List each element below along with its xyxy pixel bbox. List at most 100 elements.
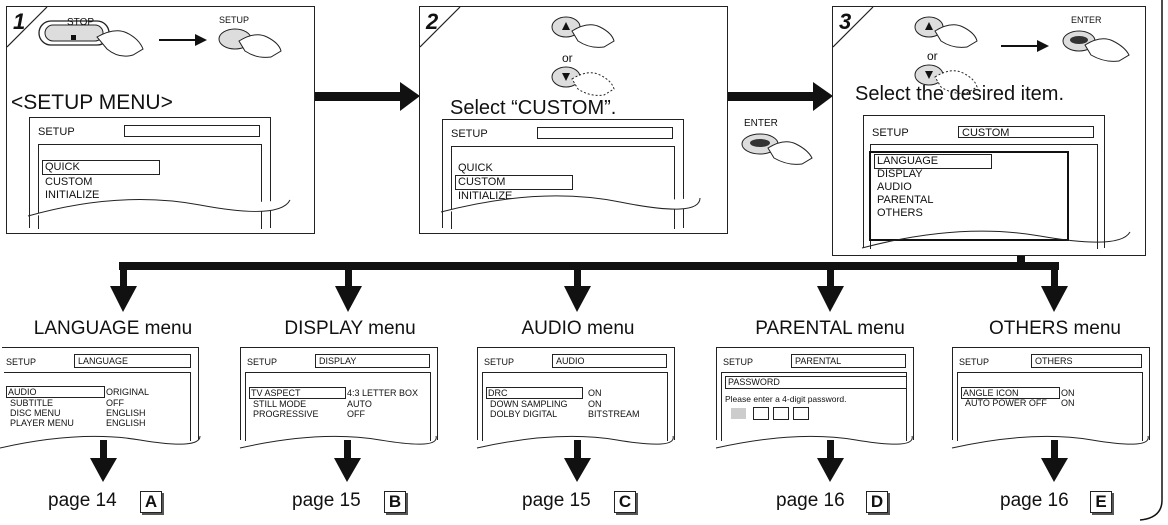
setup-key-label: SETUP — [219, 15, 250, 25]
or-label: or — [562, 51, 573, 65]
screen-label: SETUP — [723, 357, 754, 367]
menu-item-language[interactable]: LANGUAGE — [874, 154, 992, 169]
screen-label: SETUP — [247, 357, 278, 367]
screen-tab: CUSTOM — [958, 126, 1094, 139]
option-still-mode-value: AUTO — [347, 399, 372, 409]
password-field[interactable]: PASSWORD — [725, 376, 907, 389]
page-ref-audio: page 15 — [522, 490, 591, 511]
parental-menu-screen: SETUP PARENTAL PASSWORD Please enter a 4… — [716, 347, 914, 441]
screen-inner — [957, 372, 1143, 441]
setup-screen: SETUP CUSTOM LANGUAGE DISPLAY AUDIO PARE… — [863, 115, 1105, 249]
others-menu-screen: SETUP OTHERS ANGLE ICON ON AUTO POWER OF… — [952, 347, 1150, 441]
down-key-press-icon — [914, 64, 978, 94]
menu-item-display[interactable]: DISPLAY — [877, 168, 923, 180]
screen-tab: LANGUAGE — [74, 354, 191, 368]
option-auto-power-off[interactable]: AUTO POWER OFF — [965, 398, 1047, 408]
option-disc-menu-value: ENGLISH — [106, 408, 146, 418]
screen-inner — [38, 144, 262, 229]
option-still-mode[interactable]: STILL MODE — [253, 399, 307, 409]
screen-inner — [4, 372, 191, 441]
option-dolby-digital[interactable]: DOLBY DIGITAL — [490, 409, 558, 419]
screen-label: SETUP — [959, 357, 990, 367]
display-menu-screen: SETUP DISPLAY TV ASPECT 4:3 LETTER BOX S… — [240, 347, 438, 441]
enter-key-label: ENTER — [744, 118, 778, 129]
menu-item-custom[interactable]: CUSTOM — [455, 175, 573, 190]
screen-label: SETUP — [872, 127, 909, 139]
display-menu-title: DISPLAY menu — [284, 318, 416, 339]
screen-label: SETUP — [6, 357, 37, 367]
step-number-badge: 1 — [7, 7, 49, 49]
screen-label: SETUP — [484, 357, 515, 367]
option-drc[interactable]: DRC — [486, 387, 583, 399]
screen-inner — [451, 146, 675, 229]
screen-label: SETUP — [38, 126, 75, 138]
screen-tab — [537, 127, 673, 139]
option-subtitle-value: OFF — [106, 398, 124, 408]
menu-item-others[interactable]: OTHERS — [877, 207, 923, 219]
setup-key-press-icon — [218, 28, 282, 58]
password-prompt: Please enter a 4-digit password. — [725, 394, 847, 404]
stop-key-press-icon — [38, 20, 144, 57]
screen-tab — [124, 125, 260, 137]
step-3-panel: 3 or ENTER Select the desired item. SETU… — [832, 6, 1146, 256]
option-progressive-value: OFF — [347, 409, 365, 419]
option-audio-value: ORIGINAL — [106, 387, 150, 397]
option-progressive[interactable]: PROGRESSIVE — [253, 409, 319, 419]
language-menu-title: LANGUAGE menu — [33, 318, 193, 339]
screen-tab: PARENTAL — [791, 354, 906, 368]
screen-tab: OTHERS — [1031, 354, 1142, 368]
enter-key-press-icon — [741, 133, 813, 165]
menu-item-audio[interactable]: AUDIO — [877, 181, 912, 193]
option-tv-aspect[interactable]: TV ASPECT — [249, 387, 346, 399]
ref-letter-e: E — [1090, 491, 1112, 513]
menu-item-quick[interactable]: QUICK — [458, 162, 493, 174]
option-angle-icon-value: ON — [1061, 388, 1075, 398]
digit-box-4[interactable] — [793, 407, 809, 420]
option-player-menu[interactable]: PLAYER MENU — [10, 418, 74, 428]
screen-inner — [721, 372, 907, 441]
ref-letter-a: A — [140, 491, 162, 513]
digit-box-3[interactable] — [773, 407, 789, 420]
option-audio[interactable]: AUDIO — [6, 386, 105, 398]
menu-item-initialize[interactable]: INITIALIZE — [45, 189, 100, 201]
page-ref-language: page 14 — [48, 490, 117, 511]
option-subtitle[interactable]: SUBTITLE — [10, 398, 54, 408]
audio-menu-title: AUDIO menu — [521, 318, 635, 339]
menu-item-initialize[interactable]: INITIALIZE — [458, 190, 513, 202]
page-ref-display: page 15 — [292, 490, 361, 511]
ref-letter-d: D — [866, 491, 888, 513]
menu-item-parental[interactable]: PARENTAL — [877, 194, 934, 206]
option-player-menu-value: ENGLISH — [106, 418, 146, 428]
stop-key-label: STOP — [67, 17, 95, 28]
ref-letter-c: C — [614, 491, 636, 513]
menu-item-custom[interactable]: CUSTOM — [45, 176, 93, 188]
option-angle-icon[interactable]: ANGLE ICON — [961, 387, 1060, 399]
screen-tab: AUDIO — [552, 354, 667, 368]
option-down-sampling-value: ON — [588, 399, 602, 409]
step-number-badge: 3 — [833, 7, 875, 49]
option-down-sampling[interactable]: DOWN SAMPLING — [490, 399, 568, 409]
page-ref-others: page 16 — [1000, 490, 1069, 511]
enter-key-press-icon — [1062, 30, 1130, 62]
selection-frame — [869, 151, 1069, 241]
audio-menu-screen: SETUP AUDIO DRC ON DOWN SAMPLING ON DOLB… — [477, 347, 675, 441]
screen-inner — [482, 372, 668, 441]
screen-inner — [245, 372, 431, 441]
up-key-press-icon — [914, 16, 978, 48]
digit-box-2[interactable] — [753, 407, 769, 420]
enter-key-label: ENTER — [1071, 15, 1102, 25]
ref-letter-b: B — [384, 491, 406, 513]
others-menu-title: OTHERS menu — [989, 318, 1121, 339]
page-ref-parental: page 16 — [776, 490, 845, 511]
arrow-right-icon — [1001, 40, 1049, 52]
digit-box-1[interactable] — [731, 408, 746, 419]
menu-item-quick[interactable]: QUICK — [42, 160, 160, 175]
option-dolby-digital-value: BITSTREAM — [588, 409, 640, 419]
arrow-right-icon — [159, 34, 207, 46]
option-disc-menu[interactable]: DISC MENU — [10, 408, 61, 418]
option-auto-power-off-value: ON — [1061, 398, 1075, 408]
parental-menu-title: PARENTAL menu — [755, 318, 905, 339]
select-custom-heading: Select “CUSTOM”. — [450, 97, 617, 119]
